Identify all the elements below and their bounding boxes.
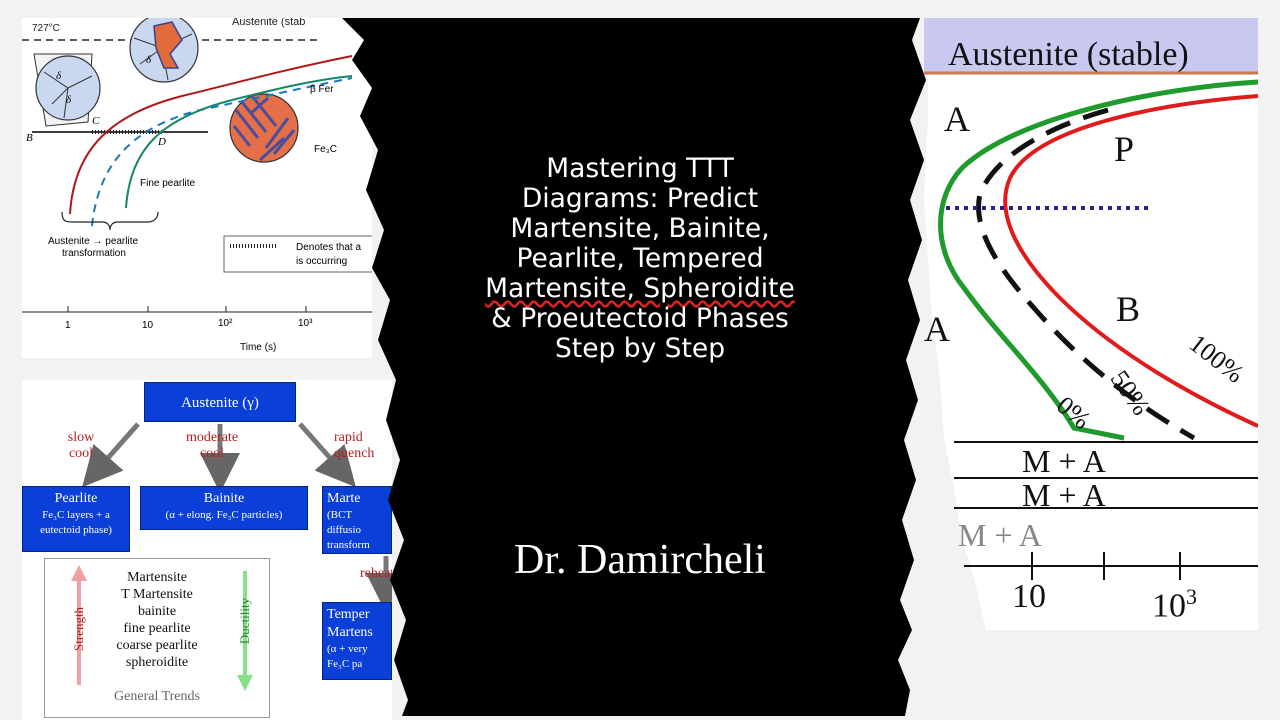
start-curve: [69, 55, 353, 215]
trend-list: Martensite T Martensite bainite fine pea…: [116, 570, 198, 670]
temp-727-label: 727°C: [32, 23, 60, 34]
fine-pearlite-label: Fine pearlite: [140, 178, 196, 189]
transform-label-1: Austenite → pearlite: [48, 236, 139, 247]
transform-label-2: transformation: [62, 248, 126, 259]
time-axis-label: Time (s): [240, 342, 277, 353]
transformation-bracket: [61, 211, 159, 231]
curve-50pct: [976, 107, 1196, 441]
legend-text-1: Denotes that a: [296, 242, 362, 253]
tick-1000: 10³: [298, 318, 313, 329]
slow-cool-arrow: [82, 422, 140, 488]
tick-10: 10: [142, 320, 154, 331]
ductility-arrow-head: [237, 675, 253, 691]
label-ma-3: M + A: [958, 517, 1042, 553]
tick-1: 1: [65, 320, 71, 331]
general-trends-box: Strength Ductility Martensite T Martensi…: [44, 558, 270, 718]
bainite-box: Bainite (α + elong. Fe₃C particles): [140, 486, 308, 530]
austenite-box: Austenite (γ): [144, 382, 296, 422]
martensite-box: Marte (BCT diffusio transform: [322, 486, 392, 554]
start-curve-0pct: [938, 79, 1258, 441]
delta-label-3: δ: [146, 54, 152, 66]
tick-label-1000: 103: [1152, 584, 1197, 625]
ttt-pearlite-panel: 727°C Austenite (stab δ δ δ B C D β Fer …: [22, 18, 372, 358]
label-b: B: [1116, 289, 1141, 329]
tempered-martensite-box: Temper Martens (α + very Fe₃C pa: [322, 602, 392, 680]
author-name: Dr. Damircheli: [514, 537, 766, 583]
tick-label-10: 10: [1012, 578, 1046, 615]
beta-ferrite-label: β Fer: [310, 84, 334, 95]
pearlite-box: Pearlite Fe₃C layers + a eutectoid phase…: [22, 486, 130, 552]
delta-label: δ: [56, 70, 62, 82]
legend-text-2: is occurring: [296, 256, 348, 267]
austenite-stable-label: Austenite (stable): [948, 36, 1189, 73]
delta-label-2: δ: [66, 94, 72, 106]
legend-box: [223, 235, 372, 273]
label-ma-1: M + A: [1022, 443, 1106, 479]
point-b-label: B: [26, 132, 33, 144]
label-a-mid: A: [924, 309, 950, 349]
label-p: P: [1114, 129, 1135, 169]
main-title: Mastering TTT Diagrams: Predict Martensi…: [485, 153, 795, 364]
austenite-stable-band: [924, 18, 1258, 72]
black-title-panel: [342, 18, 926, 716]
ttt-closeup-panel: Austenite (stable) A P B A 0% 50% 100% M…: [924, 18, 1258, 630]
austenite-stab-label: Austenite (stab: [232, 18, 306, 28]
general-trends-label: General Trends: [114, 689, 200, 704]
tick-100: 10²: [218, 318, 233, 329]
strength-arrow-head: [71, 565, 87, 581]
rapid-quench-arrow: [298, 422, 356, 488]
ttt-pearlite-svg: [22, 18, 372, 313]
reheat-label: reheat: [360, 566, 392, 581]
fe3c-label: Fe₃C: [314, 144, 337, 155]
finish-curve-100pct: [1003, 94, 1258, 428]
point-c-label: C: [92, 115, 100, 127]
label-a-top: A: [944, 99, 970, 139]
label-ma-2: M + A: [1022, 477, 1106, 513]
finish-curve: [125, 75, 353, 209]
point-d-label: D: [158, 136, 166, 148]
